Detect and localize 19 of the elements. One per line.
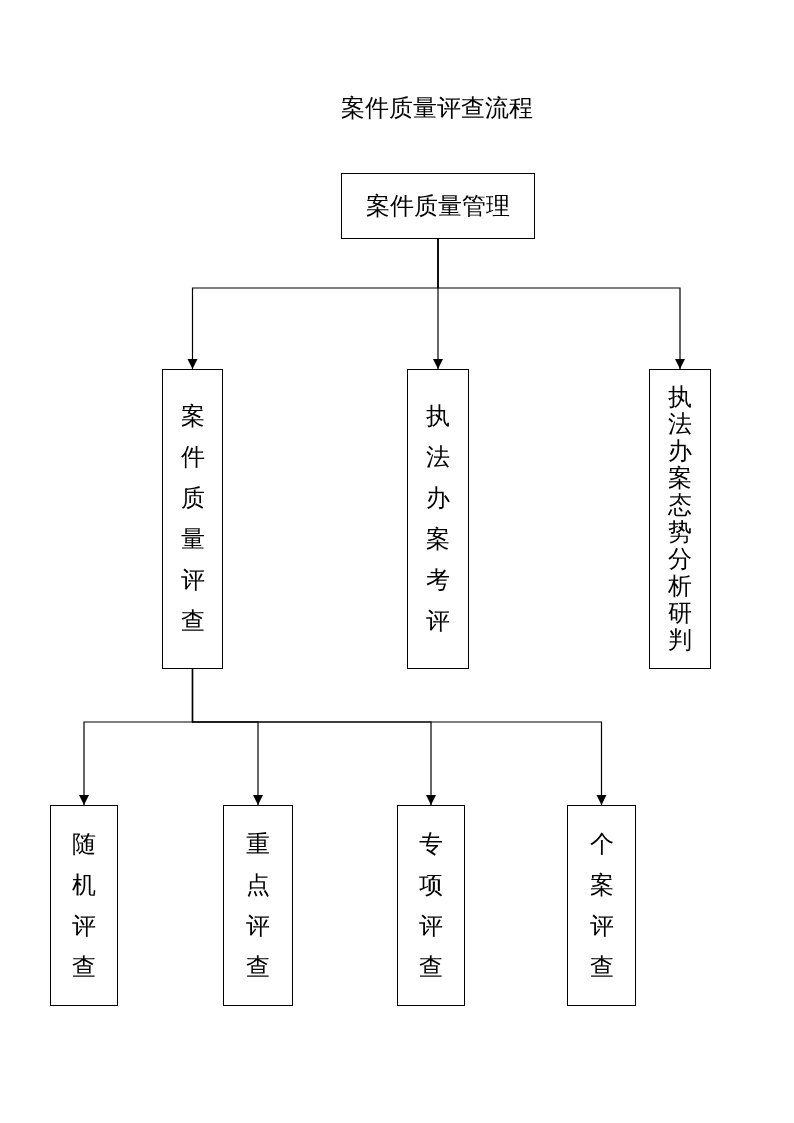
box-label: 案件质量管理 xyxy=(366,194,510,218)
box-label: 专项评查 xyxy=(419,828,443,983)
arrow xyxy=(437,238,685,370)
box-label: 随机评查 xyxy=(72,828,96,983)
process-box xyxy=(341,173,535,239)
box-label: 执法办案考评 xyxy=(426,401,450,637)
arrow xyxy=(191,668,607,806)
process-box xyxy=(567,805,636,1006)
box-label: 执法办案态势分析研判 xyxy=(668,384,692,654)
process-box xyxy=(407,369,469,669)
box-label: 重点评查 xyxy=(246,828,270,983)
box-label: 案件质量评查 xyxy=(180,401,205,637)
process-box xyxy=(50,805,118,1006)
process-box xyxy=(162,369,223,669)
process-box xyxy=(649,369,711,669)
diagram-title: 案件质量评查流程 xyxy=(340,93,534,124)
process-box xyxy=(397,805,465,1006)
box-label: 个案评查 xyxy=(589,828,614,983)
process-box xyxy=(223,805,293,1006)
